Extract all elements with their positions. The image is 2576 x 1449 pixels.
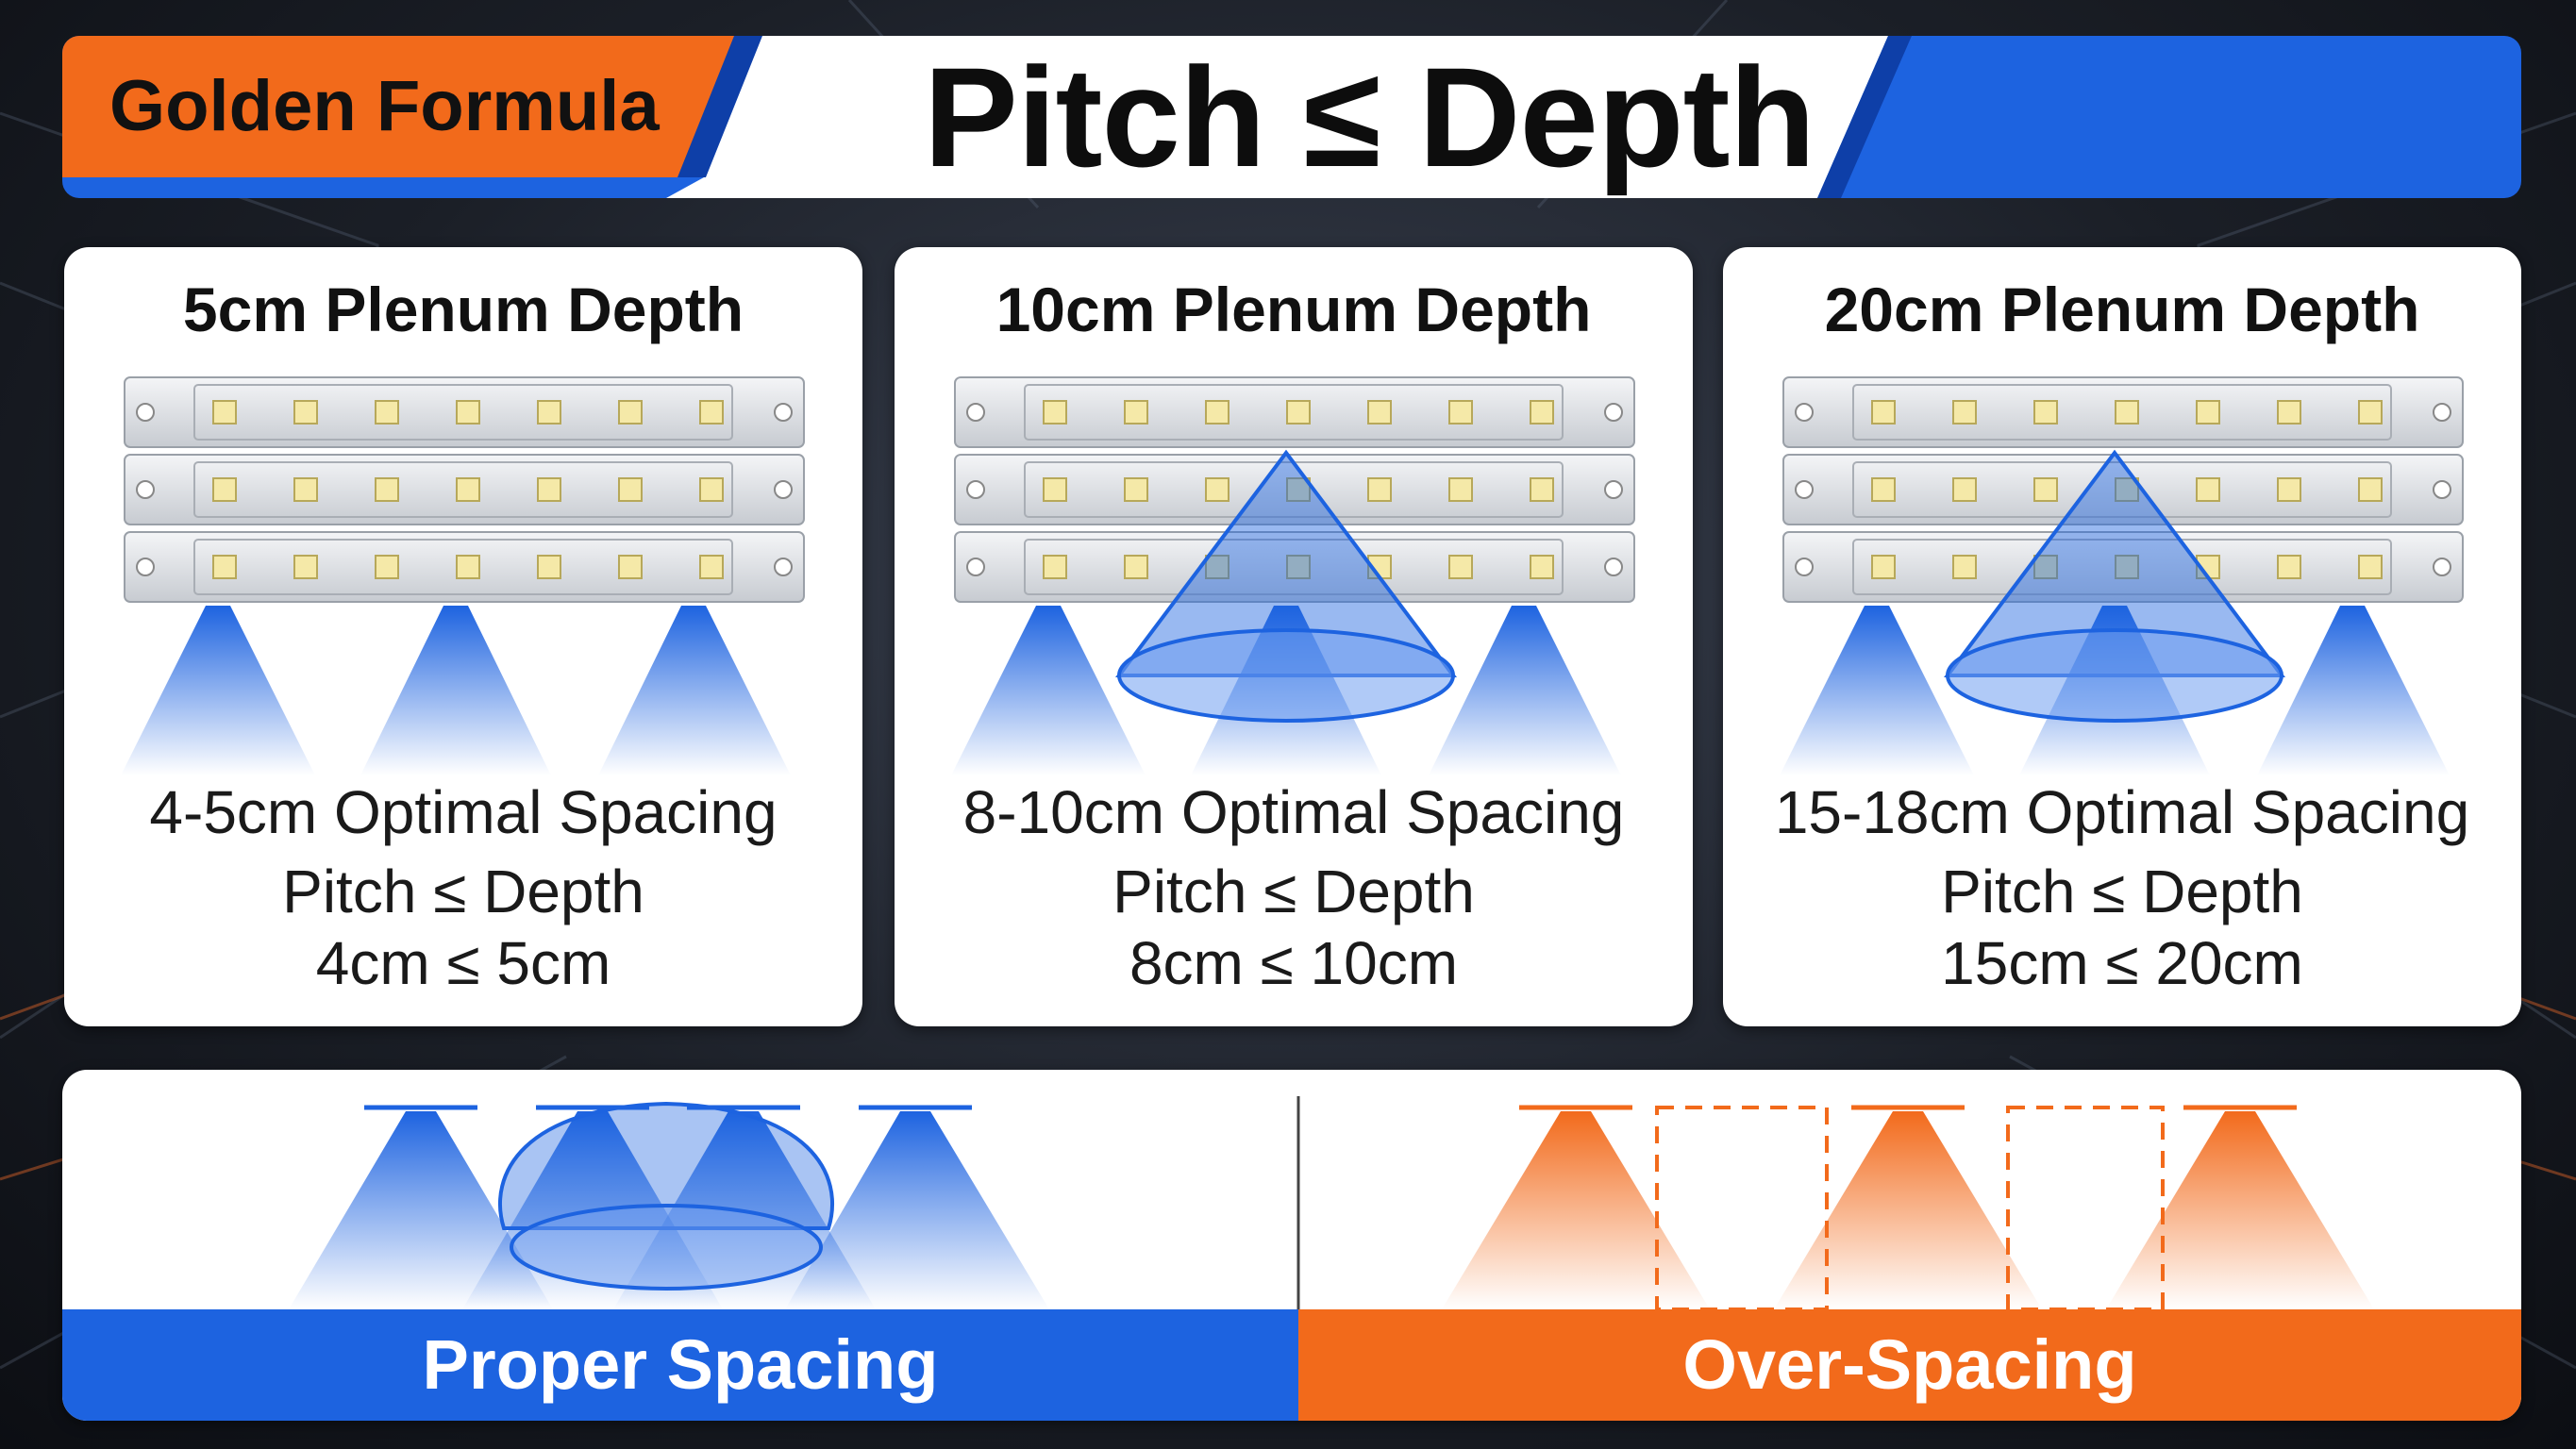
- overlap-cone: [1115, 449, 1457, 723]
- proper-spacing-beams: [289, 1101, 1049, 1309]
- card-20cm: 20cm Plenum Depth 15-18cm Optimal Spacin…: [1723, 247, 2521, 1026]
- over-spacing-label: Over-Spacing: [1298, 1309, 2521, 1421]
- card-5cm: 5cm Plenum Depth 4-5cm Optimal Spacing P…: [64, 247, 862, 1026]
- formula-text: Pitch ≤ Depth: [1112, 858, 1475, 925]
- formula-text: Pitch ≤ Depth: [1941, 858, 2303, 925]
- spacing-text: 8-10cm Optimal Spacing: [962, 778, 1625, 846]
- led-strips: [954, 376, 1635, 603]
- led-strip-illustration: [1780, 376, 2464, 775]
- card-title: 5cm Plenum Depth: [182, 275, 744, 344]
- example-text: 4cm ≤ 5cm: [315, 929, 611, 997]
- banner-shapes: [62, 36, 2521, 198]
- example-text: 8cm ≤ 10cm: [1129, 929, 1459, 997]
- led-strips: [1782, 376, 2464, 603]
- card-title: 10cm Plenum Depth: [995, 275, 1592, 344]
- led-strips: [124, 376, 805, 603]
- spacing-text: 15-18cm Optimal Spacing: [1774, 778, 2470, 846]
- spacing-text: 4-5cm Optimal Spacing: [149, 778, 778, 846]
- proper-spacing-label: Proper Spacing: [62, 1309, 1298, 1421]
- header-banner: Golden Formula Pitch ≤ Depth: [62, 36, 2521, 198]
- light-beams: [121, 606, 791, 775]
- comparison-illustration: [289, 1096, 2374, 1311]
- formula-tag: Golden Formula: [109, 66, 660, 146]
- led-strip-illustration: [951, 376, 1635, 775]
- example-text: 15cm ≤ 20cm: [1941, 929, 2303, 997]
- comparison-panel: Proper Spacing Over-Spacing: [62, 1070, 2521, 1421]
- formula-text: Pitch ≤ Depth: [282, 858, 644, 925]
- led-strip-illustration: [121, 376, 805, 775]
- card-10cm: 10cm Plenum Depth 8-10cm Optimal Spacing…: [895, 247, 1693, 1026]
- over-spacing-beams: [1442, 1105, 2374, 1311]
- overlap-cone: [1944, 449, 2285, 723]
- page-title: Pitch ≤ Depth: [923, 38, 1815, 196]
- card-title: 20cm Plenum Depth: [1824, 275, 2420, 344]
